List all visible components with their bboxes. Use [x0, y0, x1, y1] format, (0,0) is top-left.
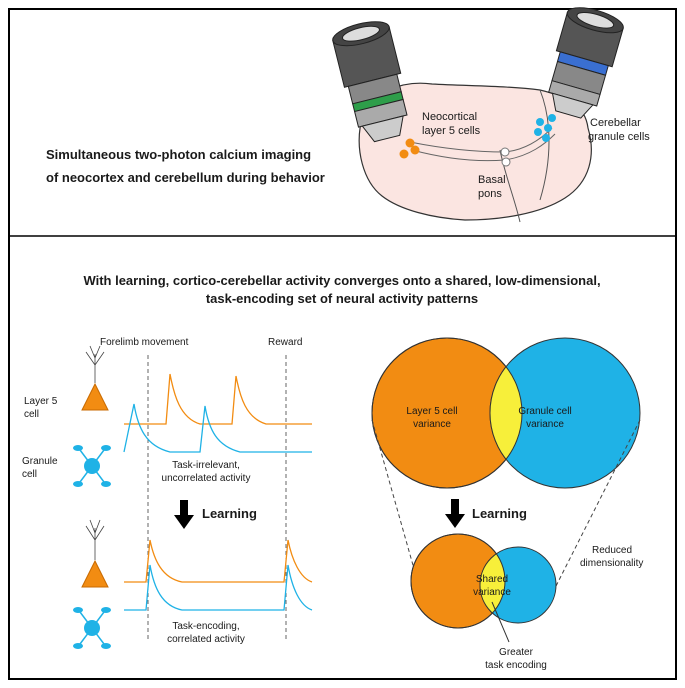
- after-caption-1: Task-encoding,: [172, 621, 239, 632]
- granule-variance-label-1: Granule cell: [518, 406, 571, 417]
- layer5-variance-label-1: Layer 5 cell: [406, 406, 457, 417]
- neocortex-objective: [332, 21, 408, 143]
- l5-cell-3: [410, 145, 420, 155]
- pons-cell-2: [501, 157, 511, 167]
- granule-trace-before: [123, 403, 312, 453]
- layer5-trace-after: [124, 539, 313, 583]
- layer5-variance-label-2: variance: [413, 419, 451, 430]
- brain-illustration: Neocortical layer 5 cells Cerebellar gra…: [332, 7, 650, 223]
- layer5-neuron-icon-top: [81, 345, 109, 411]
- greater-encoding-label-1: Greater: [499, 647, 534, 658]
- reward-label: Reward: [268, 337, 302, 348]
- neocortical-label-1: Neocortical: [422, 111, 477, 123]
- headline-line-2: task-encoding set of neural activity pat…: [206, 291, 478, 306]
- headline-line-1: With learning, cortico-cerebellar activi…: [83, 273, 600, 288]
- big-overlap: [489, 338, 522, 488]
- granule-cell-icon-top: [73, 445, 111, 487]
- summary-line-2: of neocortex and cerebellum during behav…: [46, 170, 325, 185]
- greater-encoding-pointer: [491, 601, 510, 643]
- reduced-dimensionality-label-2: dimensionality: [580, 558, 643, 569]
- venn-panel: Layer 5 cell variance Granule cell varia…: [371, 337, 643, 671]
- summary-line-1: Simultaneous two-photon calcium imaging: [46, 147, 311, 162]
- before-caption-2: uncorrelated activity: [162, 473, 251, 484]
- reduced-dimensionality-label-1: Reduced: [592, 545, 632, 556]
- cerebellum-boundary: [539, 89, 550, 201]
- learning-label-right: Learning: [472, 506, 527, 521]
- learning-arrow-right: [445, 499, 465, 528]
- layer5-variance-outline: [371, 337, 523, 489]
- cerebellum-objective: [548, 7, 624, 119]
- l5-cell-1: [405, 138, 415, 148]
- gc-cell-5: [542, 134, 550, 142]
- layer5-label-2: cell: [24, 409, 39, 420]
- gc-cell-3: [534, 128, 542, 136]
- pons-label-2: pons: [478, 188, 502, 200]
- layer5-label-1: Layer 5: [24, 396, 58, 407]
- layer5-trace-before: [124, 373, 312, 425]
- granule-trace-after: [124, 564, 313, 611]
- gc-cell-2: [544, 124, 552, 132]
- gc-cell-1: [536, 118, 544, 126]
- brainstem: [499, 149, 521, 223]
- layer5-variance-outline-small: [410, 533, 506, 629]
- projection-line-left: [371, 419, 421, 591]
- learning-label-left: Learning: [202, 506, 257, 521]
- learning-arrow-left: [174, 500, 194, 529]
- l5-cell-2: [399, 149, 409, 159]
- granule-cell-icon-bottom: [73, 607, 111, 649]
- before-caption-1: Task-irrelevant,: [172, 460, 240, 471]
- forelimb-movement-label: Forelimb movement: [100, 337, 189, 348]
- after-caption-2: correlated activity: [167, 634, 245, 645]
- granule-label-1: Granule: [22, 456, 58, 467]
- cerebellar-label-2: granule cells: [588, 131, 650, 143]
- shared-variance-label-2: variance: [473, 587, 511, 598]
- pons-cell-1: [500, 147, 510, 157]
- projection-line-right: [553, 419, 641, 591]
- pons-label-1: Basal: [478, 174, 506, 186]
- brain-outline: [358, 82, 592, 221]
- gc-cell-4: [548, 114, 556, 122]
- greater-encoding-label-2: task encoding: [485, 660, 547, 671]
- granule-label-2: cell: [22, 469, 37, 480]
- traces-panel: Forelimb movement Reward Layer 5 cell Gr…: [22, 337, 313, 649]
- granule-variance-label-2: variance: [526, 419, 564, 430]
- shared-variance-label-1: Shared: [476, 574, 508, 585]
- layer5-neuron-icon-bottom: [81, 519, 109, 588]
- neocortical-label-2: layer 5 cells: [422, 125, 481, 137]
- cerebellar-label-1: Cerebellar: [590, 117, 641, 129]
